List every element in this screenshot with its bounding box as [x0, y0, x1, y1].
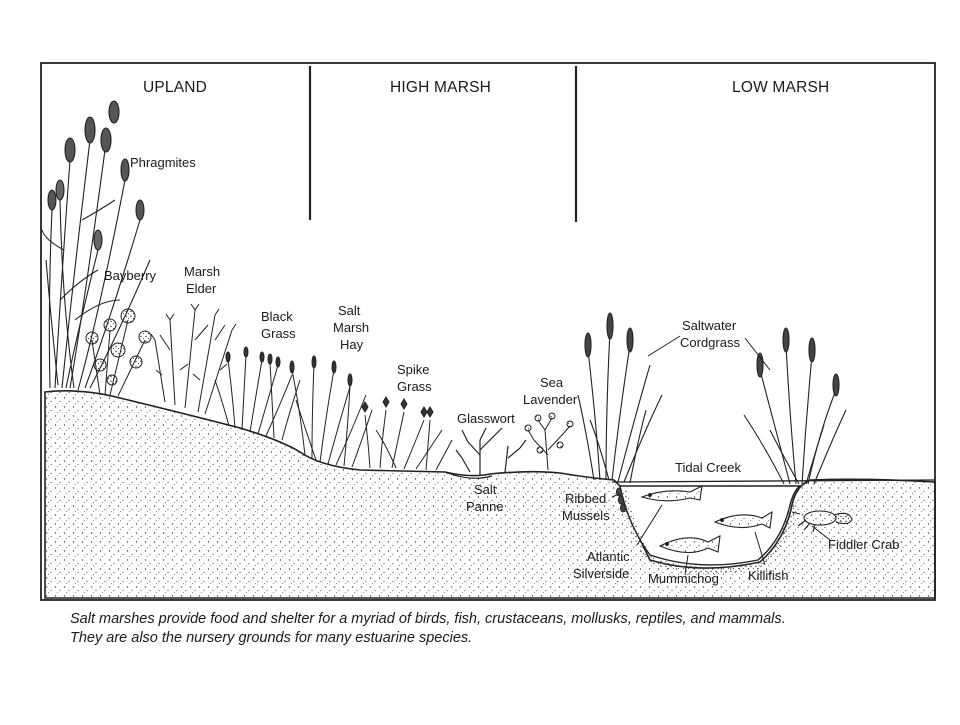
label-salt-panne-2: Panne — [466, 499, 504, 514]
label-salt-marsh-hay-1: Salt — [338, 303, 361, 318]
water-surface — [611, 479, 936, 483]
label-phragmites: Phragmites — [130, 155, 196, 170]
zone-high-marsh: HIGH MARSH — [390, 79, 491, 96]
label-bayberry: Bayberry — [104, 268, 157, 283]
zone-upland: UPLAND — [143, 79, 207, 96]
glasswort-plant — [455, 427, 527, 475]
label-salt-marsh-hay-2: Marsh — [333, 320, 369, 335]
label-glasswort: Glasswort — [457, 411, 515, 426]
label-salt-panne-1: Salt — [474, 482, 497, 497]
killifish-fish — [713, 510, 773, 529]
label-black-grass-1: Black — [261, 309, 293, 324]
leader-lines — [611, 335, 831, 576]
bayberry-plant — [85, 308, 152, 397]
label-marsh-elder-1: Marsh — [184, 264, 220, 279]
label-sea-lavender-2: Lavender — [523, 392, 578, 407]
label-spike-grass-1: Spike — [397, 362, 430, 377]
diagram-frame — [40, 62, 936, 601]
caption-line-2: They are also the nursery grounds for ma… — [70, 630, 473, 646]
label-saltwater-cordgrass-1: Saltwater — [682, 318, 737, 333]
label-mummichog: Mummichog — [648, 571, 719, 586]
label-atlantic-silverside-2: Silverside — [573, 566, 629, 581]
phragmites-plant — [41, 100, 151, 391]
label-fiddler-crab: Fiddler Crab — [828, 537, 900, 552]
salt-marsh-hay-plant — [289, 355, 373, 468]
label-killifish: Killifish — [748, 568, 788, 583]
label-sea-lavender-1: Sea — [540, 375, 564, 390]
label-spike-grass-2: Grass — [397, 379, 432, 394]
label-ribbed-mussels-1: Ribbed — [565, 491, 606, 506]
fiddler-crab — [791, 510, 853, 533]
spike-grass-plant — [361, 396, 453, 471]
saltwater-cordgrass-right — [743, 327, 847, 485]
atlantic-silverside-fish — [640, 485, 703, 502]
label-ribbed-mussels-2: Mussels — [562, 508, 610, 523]
marsh-elder-plant — [150, 303, 237, 415]
label-marsh-elder-2: Elder — [186, 281, 217, 296]
black-grass-plant — [214, 346, 301, 441]
label-salt-marsh-hay-3: Hay — [340, 337, 364, 352]
label-tidal-creek: Tidal Creek — [675, 460, 741, 475]
ribbed-mussels — [616, 487, 626, 513]
marsh-ground — [44, 390, 936, 599]
mummichog-fish — [658, 535, 721, 554]
sea-lavender-plant — [524, 412, 574, 471]
saltwater-cordgrass-left — [577, 312, 663, 484]
diagram-caption: Salt marshes provide food and shelter fo… — [70, 610, 950, 648]
label-atlantic-silverside-1: Atlantic — [587, 549, 630, 564]
zone-low-marsh: LOW MARSH — [732, 79, 829, 96]
label-saltwater-cordgrass-2: Cordgrass — [680, 335, 740, 350]
label-black-grass-2: Grass — [261, 326, 296, 341]
caption-line-1: Salt marshes provide food and shelter fo… — [70, 611, 786, 627]
